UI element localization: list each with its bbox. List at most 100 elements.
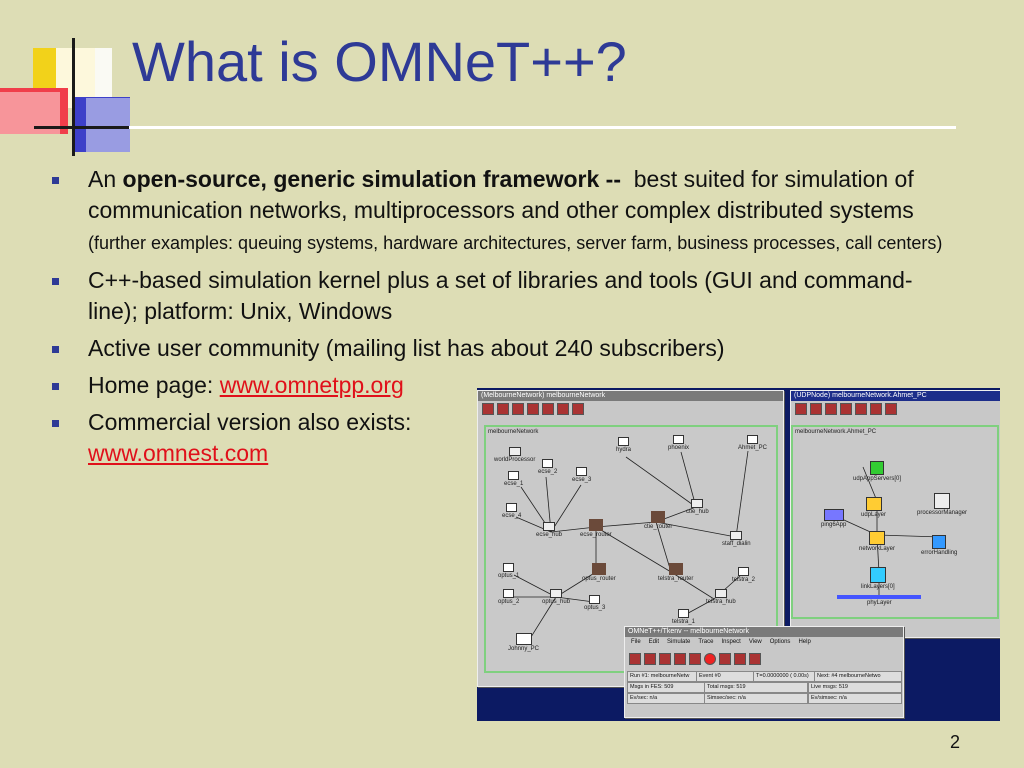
- module-linkLayers[interactable]: linkLayers[0]: [861, 567, 895, 590]
- tool-icon[interactable]: [885, 403, 897, 415]
- fast-icon[interactable]: [659, 653, 671, 665]
- node-window: (UDPNode) melbourneNetwork.Ahmet_PC melb…: [790, 390, 1000, 638]
- bullet-square-icon: [52, 420, 59, 427]
- tool-icon[interactable]: [840, 403, 852, 415]
- node-telstra_1[interactable]: telstra_1: [672, 609, 695, 625]
- toolbar: [478, 401, 783, 419]
- module-errorHandling[interactable]: errorHandling: [921, 535, 957, 556]
- tool-icon[interactable]: [795, 403, 807, 415]
- bullet-list: An open-source, generic simulation frame…: [50, 164, 950, 475]
- title-rule: [34, 126, 956, 129]
- bullet-text: Active user community (mailing list has …: [88, 335, 725, 361]
- omnet-screenshot: (MelbourneNetwork) melbourneNetwork melb…: [477, 388, 1000, 721]
- status-simsec: Simsec/sec: n/a: [704, 693, 808, 704]
- node-telstra_router[interactable]: telstra_router: [658, 563, 693, 582]
- bullet-square-icon: [52, 383, 59, 390]
- bullet-text: An: [88, 166, 123, 192]
- step-icon[interactable]: [629, 653, 641, 665]
- node-ecse_2[interactable]: ecse_2: [538, 459, 557, 475]
- menu-bar: File Edit Simulate Trace Inspect View Op…: [625, 637, 903, 651]
- bullet-item: C++-based simulation kernel plus a set o…: [50, 265, 950, 327]
- tool-icon[interactable]: [749, 653, 761, 665]
- node-ctie_router[interactable]: ctie_router: [644, 511, 672, 530]
- module-networkLayer[interactable]: networkLayer: [859, 531, 895, 552]
- node-optus_router[interactable]: optus_router: [582, 563, 616, 582]
- node-Johnny_PC[interactable]: Johnny_PC: [508, 633, 539, 652]
- menu-edit[interactable]: Edit: [648, 639, 660, 645]
- bullet-item: Home page: www.omnetpp.org: [50, 370, 950, 401]
- window-titlebar: (UDPNode) melbourneNetwork.Ahmet_PC: [791, 391, 1000, 401]
- tool-icon[interactable]: [734, 653, 746, 665]
- toolbar: [625, 651, 903, 667]
- node-ecse_1[interactable]: ecse_1: [504, 471, 523, 487]
- express-icon[interactable]: [674, 653, 686, 665]
- node-ecse_3[interactable]: ecse_3: [572, 467, 591, 483]
- node-telstra_hub[interactable]: telstra_hub: [706, 589, 736, 605]
- node-ecse_hub[interactable]: ecse_hub: [536, 522, 562, 538]
- node-phoenix[interactable]: phoenix: [668, 435, 689, 451]
- stop-icon[interactable]: [704, 653, 716, 665]
- bullet-item: Active user community (mailing list has …: [50, 333, 950, 364]
- node-optus_3[interactable]: optus_3: [584, 595, 605, 611]
- title-rule-accent: [34, 126, 129, 129]
- node-ecse_4[interactable]: ecse_4: [502, 503, 521, 519]
- node-ecse_router[interactable]: ecse_router: [580, 519, 612, 538]
- node-optus_1[interactable]: optus_1: [498, 563, 519, 579]
- until-icon[interactable]: [689, 653, 701, 665]
- window-titlebar: OMNeT++/Tkenv -- melbourneNetwork: [625, 627, 903, 637]
- tool-icon[interactable]: [557, 403, 569, 415]
- status-live-msgs: Live msgs: 519: [808, 682, 902, 693]
- menu-simulate[interactable]: Simulate: [667, 639, 691, 645]
- tool-icon[interactable]: [542, 403, 554, 415]
- node-canvas: melbourneNetwork.Ahmet_PC udpAppServers[…: [791, 425, 999, 619]
- bullet-square-icon: [52, 278, 59, 285]
- tool-icon[interactable]: [497, 403, 509, 415]
- node-telstra_2[interactable]: telstra_2: [732, 567, 755, 583]
- node-hydra[interactable]: hydra: [616, 437, 631, 453]
- tool-icon[interactable]: [527, 403, 539, 415]
- toolbar: [791, 401, 1000, 419]
- bullet-square-icon: [52, 346, 59, 353]
- node-optus_2[interactable]: optus_2: [498, 589, 519, 605]
- node-worldProcessor[interactable]: worldProcessor: [494, 447, 535, 463]
- menu-view[interactable]: View: [748, 639, 762, 645]
- tool-icon[interactable]: [719, 653, 731, 665]
- run-icon[interactable]: [644, 653, 656, 665]
- tool-icon[interactable]: [482, 403, 494, 415]
- menu-options[interactable]: Options: [769, 639, 791, 645]
- menu-inspect[interactable]: Inspect: [721, 639, 741, 645]
- module-ping6App[interactable]: ping6App: [821, 509, 846, 528]
- tool-icon[interactable]: [810, 403, 822, 415]
- bullet-item: An open-source, generic simulation frame…: [50, 164, 950, 259]
- bullet-text: Home page:: [88, 372, 220, 398]
- module-phyLayer[interactable]: phyLayer: [837, 595, 921, 606]
- tool-icon[interactable]: [572, 403, 584, 415]
- status-evsimsec: Ev/simsec: n/a: [808, 693, 902, 704]
- menu-trace[interactable]: Trace: [698, 639, 714, 645]
- node-staff_dialin[interactable]: staff_dialin: [722, 531, 751, 547]
- tool-icon[interactable]: [512, 403, 524, 415]
- bullet-text: best suited for simulation of communicat…: [88, 166, 921, 223]
- status-event: Event #0: [696, 671, 754, 682]
- status-total-msgs: Total msgs: 519: [704, 682, 808, 693]
- bullet-small-text: (further examples: queuing systems, hard…: [88, 233, 943, 253]
- node-optus_hub[interactable]: optus_hub: [542, 589, 570, 605]
- tool-icon[interactable]: [855, 403, 867, 415]
- menu-help[interactable]: Help: [798, 639, 811, 645]
- page-number: 2: [950, 732, 961, 752]
- status-time: T=0.0000000 ( 0.00s): [753, 671, 815, 682]
- bullet-bold-text: open-source, generic simulation framewor…: [122, 166, 621, 192]
- status-run: Run #1: melbourneNetw: [627, 671, 697, 682]
- network-canvas: melbourneNetwork worldProcessor ecse_2 e…: [484, 425, 778, 673]
- homepage-link[interactable]: www.omnetpp.org: [219, 372, 404, 398]
- module-udpAppServers[interactable]: udpAppServers[0]: [853, 461, 901, 482]
- module-processorManager[interactable]: processorManager: [917, 493, 967, 516]
- omnest-link[interactable]: www.omnest.com: [88, 440, 269, 466]
- status-evsec: Ev/sec: n/a: [627, 693, 705, 704]
- menu-file[interactable]: File: [631, 639, 641, 645]
- tool-icon[interactable]: [825, 403, 837, 415]
- module-udpLayer[interactable]: udpLayer: [861, 497, 886, 518]
- node-ctie_hub[interactable]: ctie_hub: [686, 499, 709, 515]
- node-Ahmet_PC[interactable]: Ahmet_PC: [738, 435, 767, 451]
- tool-icon[interactable]: [870, 403, 882, 415]
